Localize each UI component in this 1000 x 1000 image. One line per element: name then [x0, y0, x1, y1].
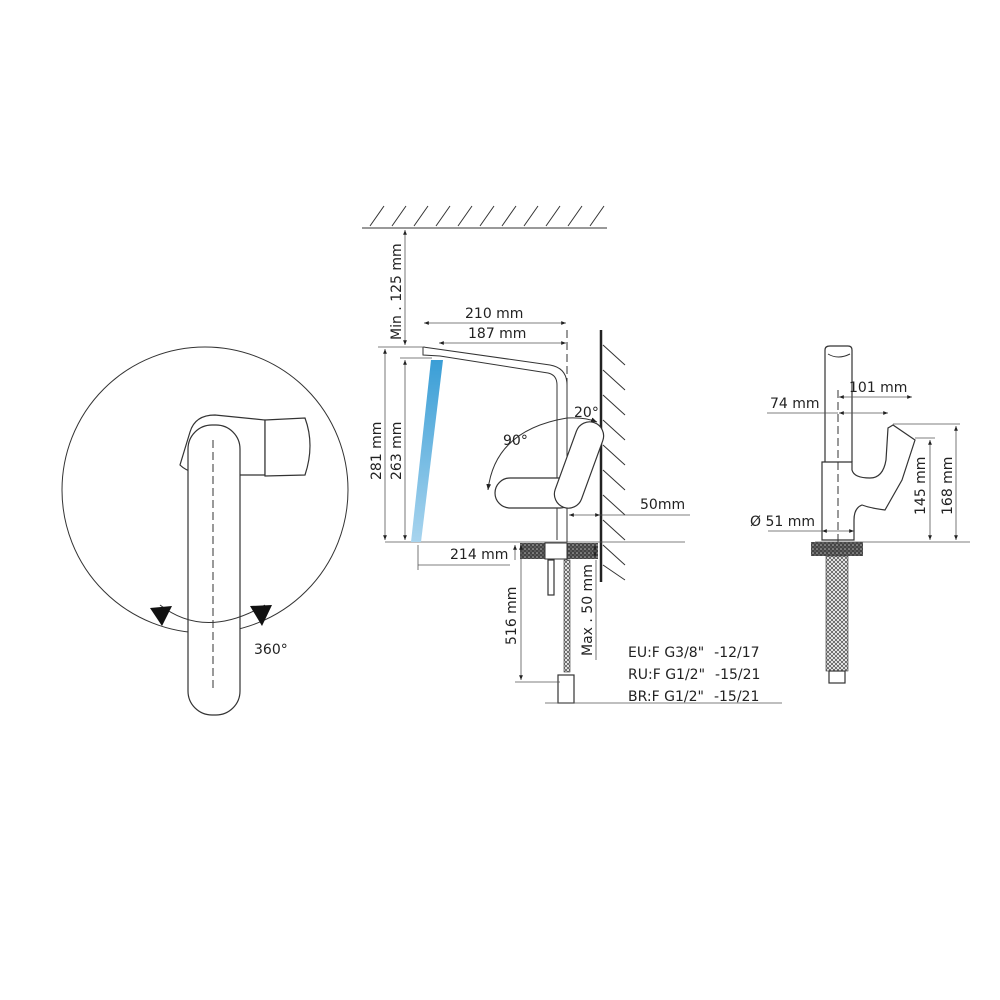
- wall-clearance-label: 50mm: [640, 497, 685, 513]
- front-view: 101 mm 74 mm Ø 51 mm 145 mm 168 mm: [750, 345, 970, 684]
- hose-connector: [557, 674, 575, 704]
- total-height-label: 281 mm: [369, 422, 385, 480]
- offset-outer-label: 101 mm: [849, 380, 907, 396]
- height-low-label: 145 mm: [913, 457, 929, 515]
- body-and-handle: [821, 424, 916, 541]
- rotation-label: 360°: [254, 642, 288, 658]
- water-stream: [411, 360, 443, 542]
- max-deck-label: Max . 50 mm: [580, 564, 596, 656]
- supply-hose: [563, 559, 571, 673]
- side-view: 20° 90° Min . 125 mm 281 mm 263 mm 210 m…: [362, 205, 782, 704]
- rotation-arc: [159, 604, 266, 623]
- ceiling-hatch: [369, 205, 605, 227]
- handle-tilt-label: 20°: [574, 405, 599, 421]
- reach-inner-label: 187 mm: [468, 326, 526, 342]
- rotation-arrow-left-icon: [150, 606, 172, 626]
- reach-outer-label: 210 mm: [465, 306, 523, 322]
- height-high-label: 168 mm: [940, 457, 956, 515]
- handle-swing-label: 90°: [503, 433, 528, 449]
- stud-bolt: [547, 559, 555, 596]
- front-connector: [828, 670, 846, 684]
- front-hose: [825, 555, 849, 672]
- spout-projection-label: 214 mm: [450, 547, 508, 563]
- wall-hatch: [602, 344, 626, 581]
- rotation-arrow-right-icon: [250, 605, 272, 626]
- aerator: [827, 353, 851, 358]
- tilt-arc: [566, 417, 598, 423]
- mount-nut: [544, 542, 568, 560]
- handle-cylinder: [264, 417, 311, 477]
- spec-ru: RU:F G1/2"-15/21: [628, 667, 760, 683]
- hose-length-label: 516 mm: [504, 587, 520, 645]
- handle-tilted: [553, 421, 605, 509]
- outlet-height-label: 263 mm: [389, 422, 405, 480]
- front-deck-mount: [811, 542, 863, 556]
- offset-inner-label: 74 mm: [770, 396, 820, 412]
- spout-outline: [422, 346, 568, 540]
- diameter-label: Ø 51 mm: [750, 514, 815, 530]
- spout-top: [187, 424, 241, 716]
- connection-specs: EU:F G3/8"-12/17 RU:F G1/2"-15/21 BR:F G…: [628, 645, 760, 705]
- spec-eu: EU:F G3/8"-12/17: [628, 645, 760, 661]
- spec-br: BR:F G1/2"-15/21: [628, 689, 759, 705]
- swing-arc: [486, 417, 568, 491]
- ceiling-clearance-label: Min . 125 mm: [389, 243, 405, 340]
- top-view: 360°: [61, 346, 349, 716]
